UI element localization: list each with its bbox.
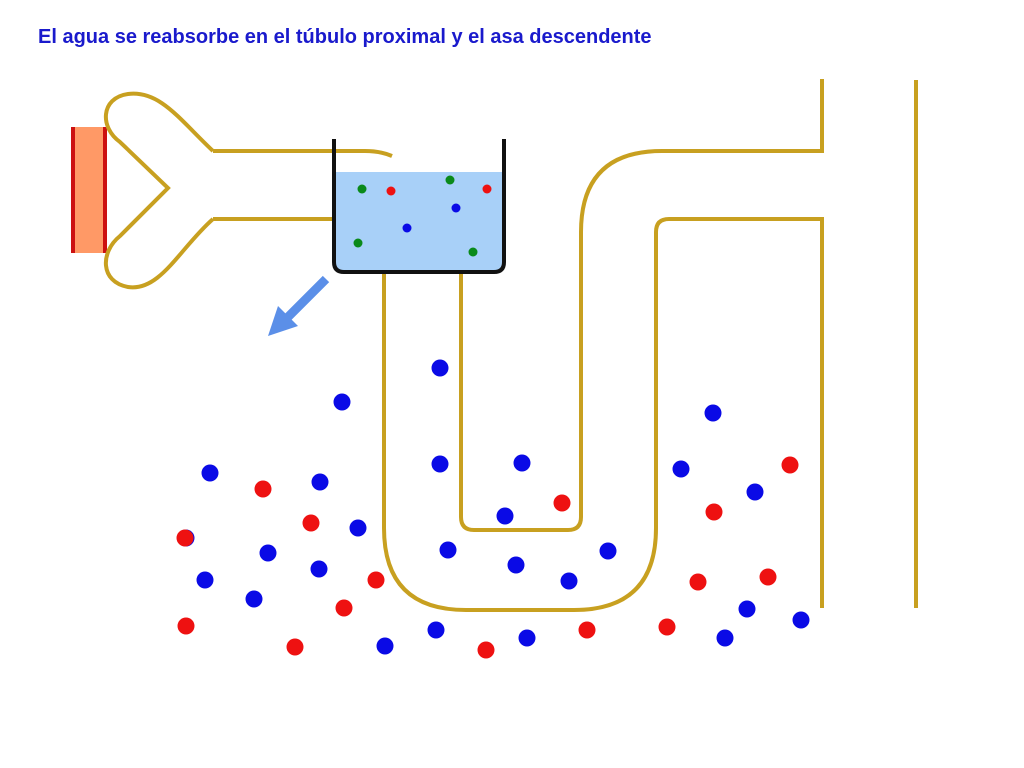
interstitial-particle-red <box>302 514 320 532</box>
capillary <box>73 127 105 253</box>
interstitial-particle-red <box>689 573 707 591</box>
interstitial-particle-blue <box>507 556 525 574</box>
interstitial-particle-red <box>286 638 304 656</box>
interstitial-particles <box>176 359 810 659</box>
interstitial-particle-blue <box>376 637 394 655</box>
interstitial-particle-blue <box>310 560 328 578</box>
interstitial-particle-red <box>553 494 571 512</box>
beaker-particle-green <box>357 184 367 194</box>
beaker-particle-blue <box>402 223 412 233</box>
interstitial-particle-blue <box>439 541 457 559</box>
interstitial-particle-blue <box>704 404 722 422</box>
interstitial-particle-blue <box>427 621 445 639</box>
slide-title: El agua se reabsorbe en el túbulo proxim… <box>38 26 652 48</box>
beaker-particle-green <box>468 247 478 257</box>
interstitial-particle-blue <box>311 473 329 491</box>
interstitial-particle-red <box>254 480 272 498</box>
interstitial-particle-red <box>176 529 194 547</box>
arrow-down-left-icon <box>268 275 330 336</box>
interstitial-particle-red <box>177 617 195 635</box>
interstitial-particle-blue <box>245 590 263 608</box>
beaker-particles <box>353 175 492 257</box>
interstitial-particle-blue <box>201 464 219 482</box>
interstitial-particle-blue <box>196 571 214 589</box>
interstitial-particle-blue <box>672 460 690 478</box>
interstitial-particle-blue <box>560 572 578 590</box>
interstitial-particle-red <box>658 618 676 636</box>
beaker-particle-red <box>386 186 396 196</box>
interstitial-particle-red <box>477 641 495 659</box>
interstitial-particle-red <box>781 456 799 474</box>
interstitial-particle-blue <box>746 483 764 501</box>
interstitial-particle-blue <box>738 600 756 618</box>
loop-of-henle-inner-wall <box>459 79 824 532</box>
interstitial-particle-red <box>759 568 777 586</box>
interstitial-particle-blue <box>259 544 277 562</box>
proximal-tubule-top-wall <box>213 149 393 158</box>
interstitial-particle-blue <box>599 542 617 560</box>
interstitial-particle-blue <box>518 629 536 647</box>
interstitial-particle-red <box>335 599 353 617</box>
interstitial-particle-red <box>705 503 723 521</box>
beaker-particle-red <box>482 184 492 194</box>
interstitial-particle-blue <box>513 454 531 472</box>
interstitial-particle-blue <box>716 629 734 647</box>
interstitial-particle-blue <box>431 455 449 473</box>
interstitial-particle-blue <box>349 519 367 537</box>
interstitial-particle-red <box>578 621 596 639</box>
loop-of-henle-outer-wall <box>382 217 824 612</box>
bowman-capsule <box>104 91 215 290</box>
beaker-particle-green <box>353 238 363 248</box>
interstitial-particle-red <box>367 571 385 589</box>
beaker-particle-green <box>445 175 455 185</box>
beaker-particle-blue <box>451 203 461 213</box>
beaker-outline <box>332 139 506 274</box>
interstitial-particle-blue <box>496 507 514 525</box>
interstitial-particle-blue <box>792 611 810 629</box>
interstitial-particle-blue <box>333 393 351 411</box>
interstitial-particle-blue <box>431 359 449 377</box>
beaker-fluid <box>334 172 504 272</box>
